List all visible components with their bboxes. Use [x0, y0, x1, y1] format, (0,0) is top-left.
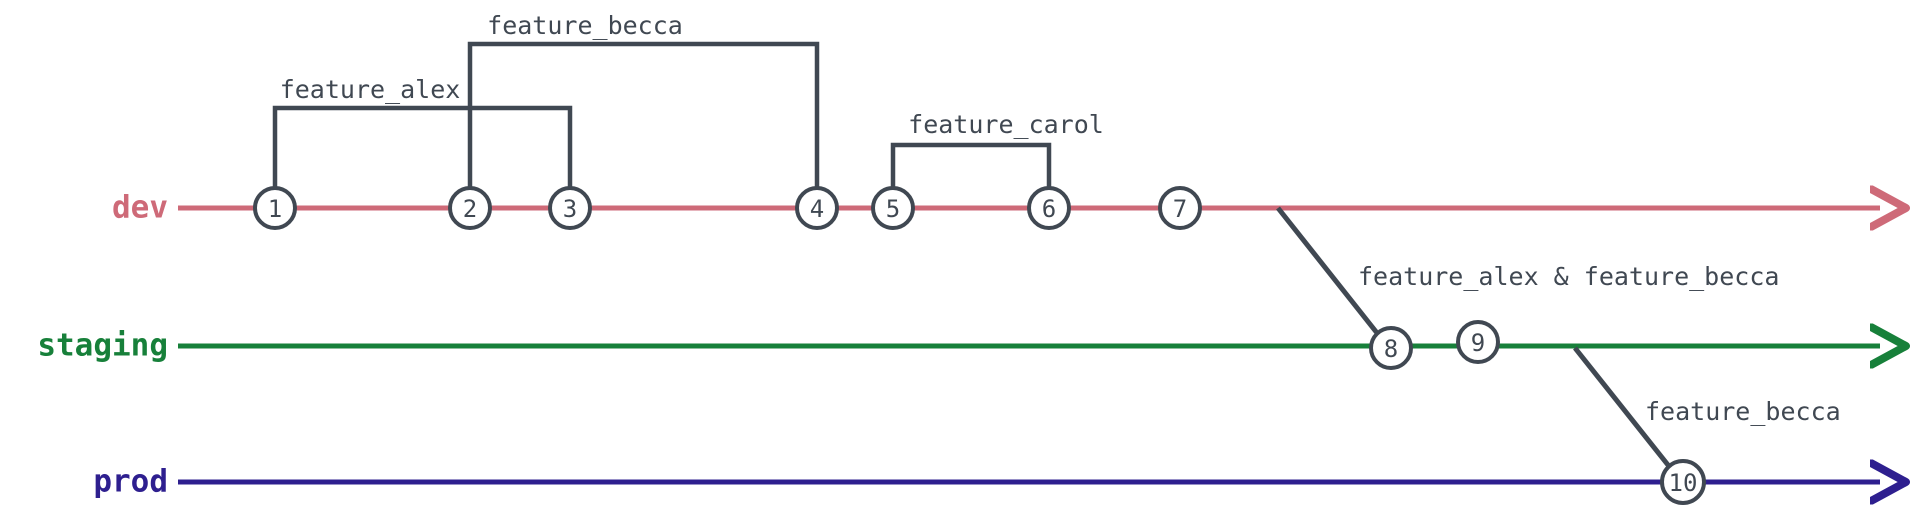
commit-circle-1[interactable] — [253, 186, 297, 230]
merge-label-staging-to-prod: feature_becca — [1645, 397, 1841, 426]
commit-circle-4[interactable] — [795, 186, 839, 230]
feature-brackets — [272, 41, 1052, 188]
commit-circle-2[interactable] — [448, 186, 492, 230]
commit-number-9: 9 — [1471, 329, 1485, 357]
commit-node-5[interactable]: 5 — [871, 186, 915, 230]
commit-number-3: 3 — [563, 195, 577, 223]
branch-label-staging: staging — [37, 328, 168, 364]
commit-circle-8[interactable] — [1369, 326, 1413, 370]
commit-node-1[interactable]: 1 — [253, 186, 297, 230]
feature-bracket-labels: feature_alex feature_becca feature_carol — [280, 11, 1104, 139]
commit-circle-5[interactable] — [871, 186, 915, 230]
commit-number-10: 10 — [1669, 469, 1698, 497]
commit-number-5: 5 — [886, 195, 900, 223]
feature-label-carol: feature_carol — [908, 110, 1104, 139]
commit-node-9[interactable]: 9 — [1456, 320, 1500, 364]
commit-circle-9[interactable] — [1456, 320, 1500, 364]
merge-label-dev-to-staging: feature_alex & feature_becca — [1358, 262, 1779, 291]
branch-labels: dev staging prod — [37, 190, 168, 500]
branch-lines — [178, 208, 1880, 482]
commit-circle-3[interactable] — [548, 186, 592, 230]
commit-node-4[interactable]: 4 — [795, 186, 839, 230]
commit-number-1: 1 — [268, 195, 282, 223]
branch-label-prod: prod — [93, 464, 168, 500]
commit-node-2[interactable]: 2 — [448, 186, 492, 230]
feature-bracket-becca — [467, 41, 820, 188]
commit-number-4: 4 — [810, 195, 824, 223]
commit-number-2: 2 — [463, 195, 477, 223]
merge-line-staging-to-prod — [1573, 346, 1674, 472]
feature-bracket-alex — [272, 105, 573, 188]
commit-circle-10[interactable] — [1660, 459, 1706, 505]
merge-lines — [1276, 206, 1674, 472]
feature-bracket-carol — [890, 142, 1052, 188]
commit-nodes: 1 2 3 4 5 6 7 8 9 10 — [253, 186, 1706, 505]
commit-node-10[interactable]: 10 — [1660, 459, 1706, 505]
feature-label-alex: feature_alex — [280, 75, 461, 104]
commit-number-7: 7 — [1173, 195, 1187, 223]
commit-node-8[interactable]: 8 — [1369, 326, 1413, 370]
commit-number-8: 8 — [1384, 335, 1398, 363]
merge-line-dev-to-staging — [1276, 206, 1383, 340]
commit-node-7[interactable]: 7 — [1158, 186, 1202, 230]
commit-node-3[interactable]: 3 — [548, 186, 592, 230]
commit-circle-6[interactable] — [1027, 186, 1071, 230]
commit-number-6: 6 — [1042, 195, 1056, 223]
commit-circle-7[interactable] — [1158, 186, 1202, 230]
commit-node-6[interactable]: 6 — [1027, 186, 1071, 230]
merge-labels: feature_alex & feature_becca feature_bec… — [1358, 262, 1841, 426]
feature-label-becca: feature_becca — [487, 11, 683, 40]
branch-label-dev: dev — [112, 190, 168, 226]
